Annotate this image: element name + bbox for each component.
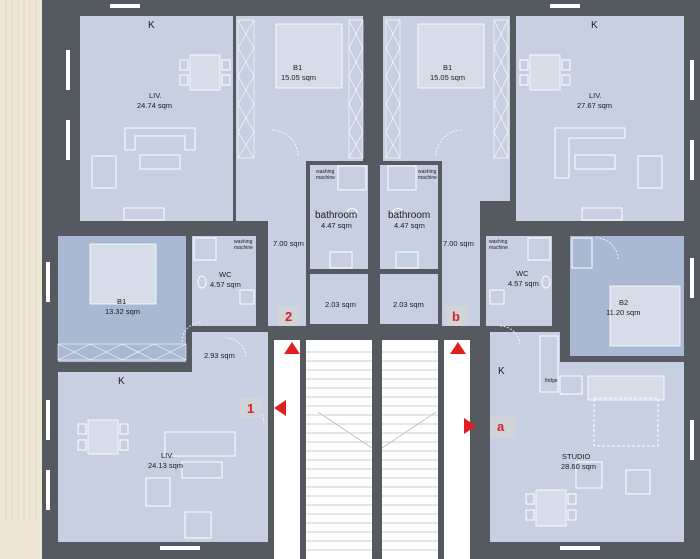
room-b1-top-left-area: 15.05 sqm: [281, 73, 316, 82]
room-liv-top-left-area: 24.74 sqm: [137, 101, 172, 110]
fixture-washing-right-a: washing: [418, 169, 437, 175]
room-studio-name: STUDIO: [562, 452, 591, 461]
room-bath-right-name: bathroom: [388, 210, 430, 221]
room-small-left-area: 2.03 sqm: [325, 300, 356, 309]
room-k-top-left: K: [148, 20, 155, 31]
room-bath-right-area: 4.47 sqm: [394, 221, 425, 230]
entrance-label-2: 2: [285, 309, 292, 324]
room-small-right-area: 2.03 sqm: [393, 300, 424, 309]
furniture: [57, 19, 681, 539]
fixture-washing-wc-left-b: machine: [234, 245, 253, 251]
fixture-washing-right-b: machine: [418, 175, 437, 181]
room-k-mid-left: K: [118, 376, 125, 387]
room-liv-top-left-name: LIV.: [149, 91, 162, 100]
fixture-washing-wc-right-b: machine: [489, 245, 508, 251]
room-liv-bottom-left-area: 24.13 sqm: [148, 461, 183, 470]
room-wc-right-name: WC: [516, 269, 529, 278]
room-bath-left-name: bathroom: [315, 210, 357, 221]
room-b1-mid-left-name: B1: [117, 297, 126, 306]
room-studio-area: 28.60 sqm: [561, 462, 596, 471]
entrance-markers: 2 b 1 a: [240, 306, 516, 438]
entrance-box-2: [278, 306, 300, 326]
room-labels: K K K K B1 15.05 sqm B1 15.05 sqm LIV. 2…: [105, 20, 640, 471]
entrance-label-1: 1: [247, 401, 254, 416]
fixture-washing-wc-right-a: washing: [489, 239, 508, 245]
entrance-box-a: [490, 416, 516, 438]
window-marks: [46, 4, 694, 550]
room-bath-left-area: 4.47 sqm: [321, 221, 352, 230]
fixture-labels: washing machine washing machine washing …: [234, 169, 558, 384]
room-hall-mid-left-area: 2.93 sqm: [204, 351, 235, 360]
room-liv-bottom-left-name: LIV.: [161, 451, 174, 460]
room-k-studio: K: [498, 366, 505, 377]
room-wc-left-name: WC: [219, 270, 232, 279]
room-b1-top-right-name: B1: [443, 63, 452, 72]
fixture-washing-left-b: machine: [316, 175, 335, 181]
room-hall-left-area: 7.00 sqm: [273, 239, 304, 248]
fixture-washing-wc-left-a: washing: [234, 239, 253, 245]
room-wc-right-area: 4.57 sqm: [508, 279, 539, 288]
entrance-arrow-2: [284, 342, 300, 354]
room-wc-left-area: 4.57 sqm: [210, 280, 241, 289]
room-k-top-right: K: [591, 20, 598, 31]
fixture-fridge: fridge: [545, 378, 558, 384]
entrance-arrow-b: [450, 342, 466, 354]
entrance-label-a: a: [497, 419, 505, 434]
room-b2-right-area: 11.20 sqm: [606, 308, 640, 317]
fixture-washing-left-a: washing: [316, 169, 335, 175]
entrance-box-1: [240, 398, 262, 418]
room-b1-top-left-name: B1: [293, 63, 302, 72]
room-b1-top-right-area: 15.05 sqm: [430, 73, 465, 82]
entrance-arrow-a: [464, 418, 476, 434]
stairwell: [274, 340, 470, 559]
room-liv-top-right-area: 27.67 sqm: [577, 101, 612, 110]
room-liv-top-right-name: LIV.: [589, 91, 602, 100]
room-b1-mid-left-area: 13.32 sqm: [105, 307, 140, 316]
room-b2-right-name: B2: [619, 298, 628, 307]
entrance-label-b: b: [452, 309, 460, 324]
entrance-arrow-1: [274, 400, 286, 416]
room-hall-right-area: 7.00 sqm: [443, 239, 474, 248]
entrance-box-b: [446, 306, 468, 326]
